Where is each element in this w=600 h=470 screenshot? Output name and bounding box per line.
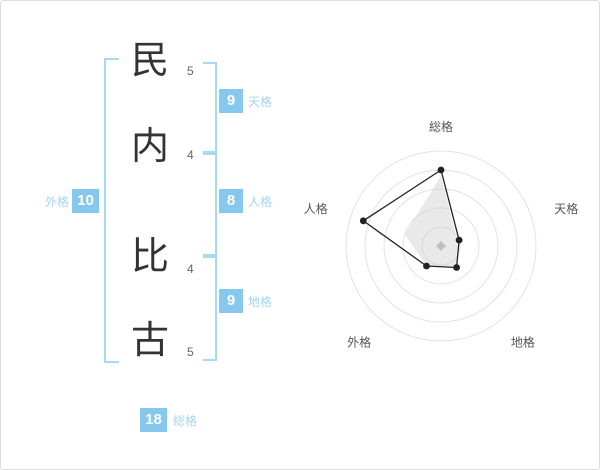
stroke-count: 4	[187, 262, 194, 276]
name-char: 民	[130, 40, 169, 82]
radar-ring	[345, 150, 537, 342]
radar-axis-label: 外格	[347, 334, 371, 349]
tenkaku-label: 天格	[248, 95, 273, 109]
stroke-count: 4	[187, 148, 194, 162]
soukaku-value-badge: 18	[140, 408, 167, 432]
jinkaku-value-badge: 8	[219, 189, 243, 213]
name-char: 比	[130, 236, 169, 278]
radar-data-point	[359, 217, 367, 225]
radar-data-point	[453, 264, 460, 271]
radar-data-point	[437, 166, 445, 174]
radar-series-line	[362, 168, 460, 269]
radar-ring	[383, 188, 499, 304]
stroke-count: 5	[187, 64, 194, 78]
radar-axis-label: 人格	[304, 201, 328, 216]
tenkaku-bracket	[203, 62, 217, 153]
name-char: 古	[130, 320, 169, 362]
radar-center-marker	[436, 241, 446, 251]
chikaku-bracket	[203, 256, 217, 361]
chikaku-label: 地格	[248, 295, 273, 309]
tenkaku-value-badge: 9	[219, 89, 243, 113]
radar-axis-label: 総格	[429, 119, 453, 134]
radar-ring	[421, 226, 461, 266]
jinkaku-bracket	[203, 153, 217, 256]
gaikaku-bracket	[104, 58, 119, 363]
gaikaku-value-badge: 10	[72, 189, 99, 213]
radar-ring	[402, 207, 480, 285]
name-char: 内	[130, 126, 169, 168]
chikaku-value-badge: 9	[219, 289, 243, 313]
radar-axis-label: 地格	[511, 334, 535, 349]
radar-data-point	[423, 262, 430, 270]
radar-data-point	[455, 236, 463, 244]
soukaku-label: 総格	[173, 414, 198, 428]
gaikaku-label: 外格	[45, 195, 70, 209]
radar-axis-label: 天格	[554, 201, 578, 216]
stroke-count: 5	[187, 345, 194, 359]
jinkaku-label: 人格	[248, 195, 273, 209]
